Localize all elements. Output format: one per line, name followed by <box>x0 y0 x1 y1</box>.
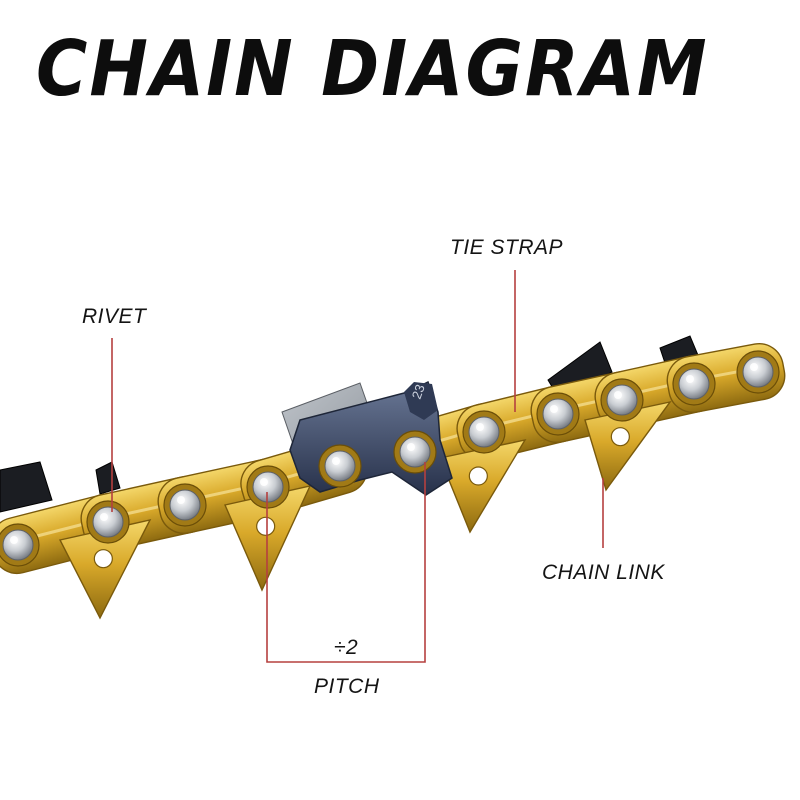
rivet-head <box>0 523 40 567</box>
leader-lines <box>111 270 604 663</box>
page-title: CHAIN DIAGRAM <box>36 23 709 114</box>
tang-hole <box>610 427 630 447</box>
rivet-head <box>318 444 362 488</box>
rivet-head <box>462 410 506 454</box>
cutter-depth-gauge <box>404 382 438 420</box>
tang-hole <box>468 466 488 486</box>
rivet-head <box>736 350 780 394</box>
rear-cutter-tooth <box>0 461 53 513</box>
pitch-label: PITCH <box>314 675 380 698</box>
pitch-bracket <box>266 462 426 663</box>
rivet-label: RIVET <box>82 305 147 328</box>
tang-hole <box>256 516 276 536</box>
rivet-head <box>163 483 207 527</box>
rivet-head <box>600 378 644 422</box>
rivets <box>0 350 780 567</box>
tie-strap-label: TIE STRAP <box>450 236 564 259</box>
rivet-head <box>246 465 290 509</box>
tang-hole <box>93 549 113 569</box>
chain-link-label: CHAIN LINK <box>542 561 665 584</box>
chain-body <box>0 335 786 620</box>
rivet-head <box>393 430 437 474</box>
cutter-mark: 23 <box>409 382 428 401</box>
pitch-divisor-label: ÷2 <box>334 636 359 659</box>
rivet-head <box>672 362 716 406</box>
rivet-head <box>86 500 130 544</box>
rivet-head <box>536 392 580 436</box>
rear-cutter-tooth <box>95 461 121 495</box>
